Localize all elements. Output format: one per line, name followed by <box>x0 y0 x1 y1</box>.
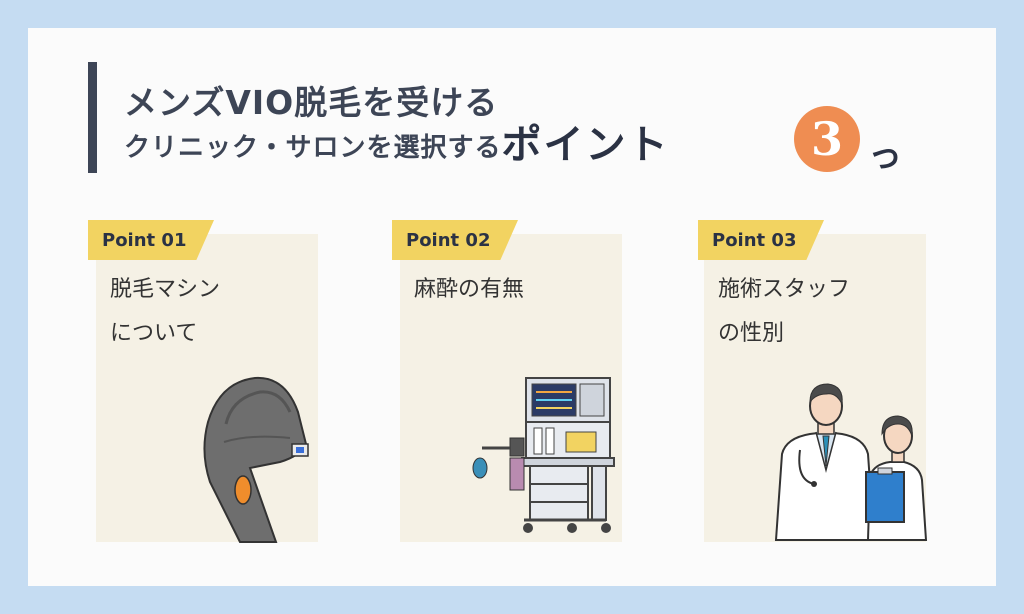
title-accent-bar <box>88 62 97 173</box>
point-label-2: Point 02 <box>406 230 491 251</box>
point-text-3-line2: の性別 <box>718 321 785 346</box>
point-tag-1 <box>88 220 214 260</box>
point-text-1: 脱毛マシン について <box>110 268 220 356</box>
title-emphasis: ポイント <box>501 122 670 168</box>
number-badge: 3 <box>794 106 860 172</box>
title-line-1: メンズVIO脱毛を受ける <box>124 83 499 122</box>
point-label-1: Point 01 <box>102 230 187 251</box>
point-text-1-line1: 脱毛マシン <box>110 277 221 302</box>
point-text-3-line1: 施術スタッフ <box>718 277 851 302</box>
laser-device-icon <box>203 376 309 543</box>
point-label-3: Point 03 <box>712 230 797 251</box>
point-tag-2 <box>392 220 518 260</box>
title-subtext: クリニック・サロンを選択する <box>124 133 502 163</box>
point-tag-3 <box>698 220 824 260</box>
point-text-2-line1: 麻酔の有無 <box>414 277 525 302</box>
point-text-2: 麻酔の有無 <box>414 268 524 312</box>
doctor-and-nurse-icon <box>774 383 928 541</box>
title-suffix: っ <box>868 136 902 176</box>
point-text-3: 施術スタッフ の性別 <box>718 268 850 356</box>
anesthesia-machine-icon <box>472 377 615 533</box>
title-line-2: クリニック・サロンを選択する ポイント <box>124 122 669 170</box>
point-text-1-line2: について <box>110 321 198 346</box>
